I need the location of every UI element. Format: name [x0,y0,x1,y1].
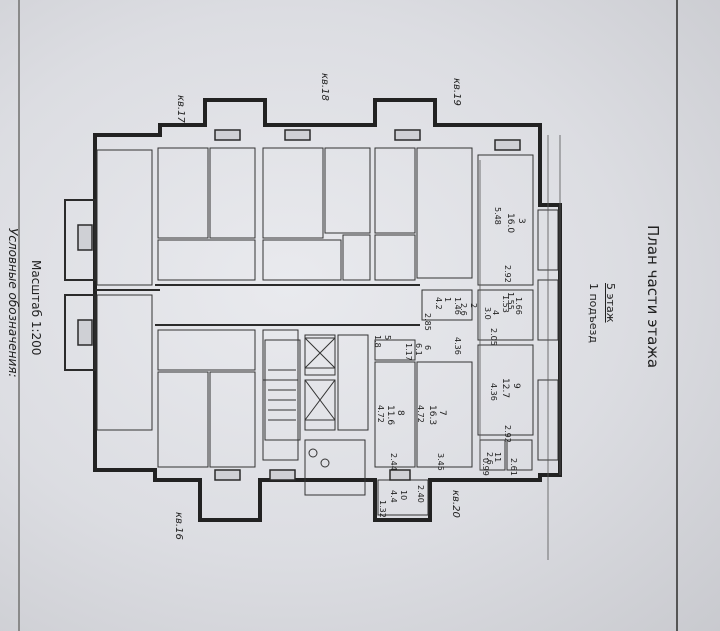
dimension-line [479,135,561,475]
room-5-area: 1.8 [373,335,382,348]
room-1-area: 4.2 [434,297,443,310]
room-1-num: 1 [443,297,452,303]
apt-label-18: кв.18 [319,73,330,101]
dim-label: 2.05 [489,328,498,346]
room-4-num: 4 [491,310,500,316]
dim-label: 2.85 [423,313,432,331]
middle-block [262,147,371,496]
room-10-num: 10 [399,490,408,501]
dim-label: 1.55 [506,292,515,310]
balcony-strips [537,135,559,560]
room-9-side: 4.36 [489,383,498,401]
dim-label: 2.40 [416,485,425,503]
dim-label: 2.61 [509,458,518,476]
stair-and-elevators [264,337,336,468]
dim-label: 2.92 [503,265,512,283]
room-9-num: 9 [511,383,521,389]
dim-label: 0.99 [481,458,490,476]
room-11-num: 11 [493,452,502,463]
room-8-num: 8 [395,410,405,416]
floor-label: 5 этаж [604,283,617,323]
dim-label: 2.92 [503,425,512,443]
room-7-area: 16.3 [427,405,437,426]
room-6-area: 6.1 [414,343,423,356]
room-3-num: 3 [516,218,526,224]
apt-label-17: кв.17 [175,95,186,123]
left-block [95,147,420,468]
dim-label: 1.66 [514,297,523,315]
room-2-num: 2 [469,303,478,309]
room-2-area: 2.6 [459,303,468,316]
room-8-area: 11.6 [385,405,395,426]
sheet-edge [18,0,20,631]
room-8-side: 4.72 [376,405,385,423]
room-10-area: 4.4 [389,490,398,503]
apt-label-16: кв.16 [173,512,184,540]
dim-label: 4.36 [453,337,462,355]
room-6-side: 1.17 [404,343,413,361]
entrance-label: 1 подъезд [587,283,600,344]
margin-line [676,0,678,631]
room-7-num: 7 [437,410,447,416]
apt-label-19: кв.19 [451,78,462,106]
room-6-num: 6 [423,345,432,351]
scale-label: Масштаб 1:200 [29,260,43,356]
room-3-side: 5.48 [493,207,502,225]
dim-label: 2.44 [389,453,398,471]
plan-title: План части этажа [644,225,662,369]
apt-label-20: кв.20 [450,490,461,518]
room-5-num: 5 [383,335,392,341]
legend-label: Условные обозначения: [6,228,20,378]
room-3-area: 16.0 [505,213,515,234]
dim-label: 3.45 [436,453,445,471]
window-marks [77,129,521,481]
room-4-area: 3.0 [483,307,492,320]
room-9-area: 12.7 [500,378,510,399]
dim-label: 1.32 [378,500,387,518]
room-7-side: 4.72 [416,405,425,423]
